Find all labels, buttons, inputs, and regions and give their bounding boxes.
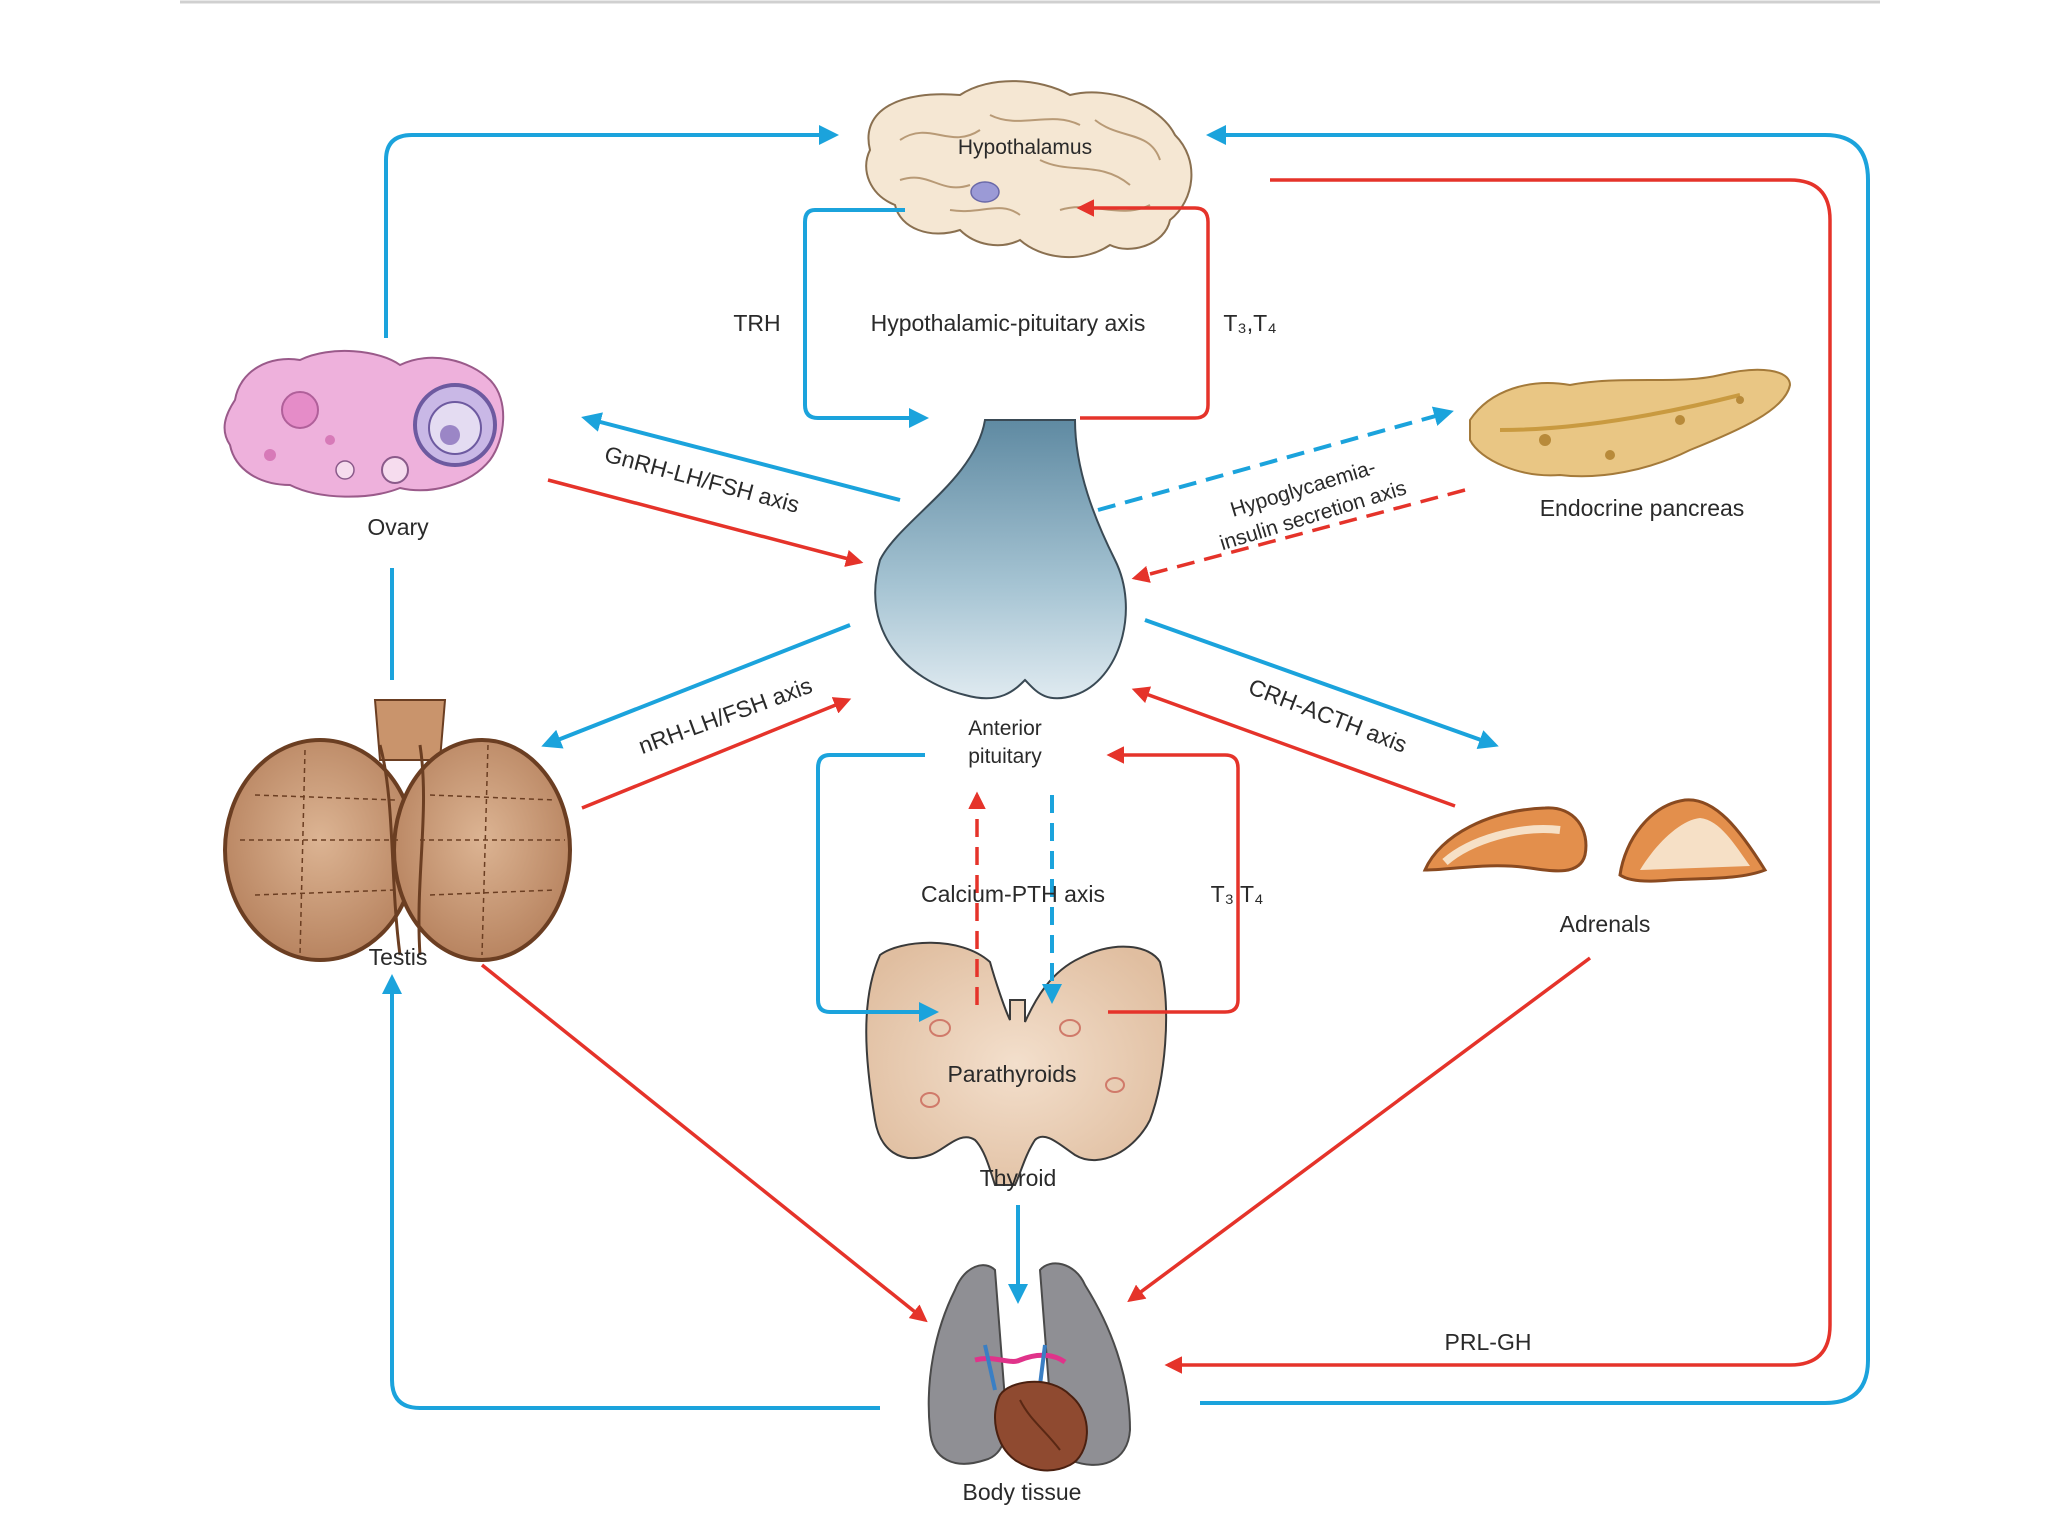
pituitary-to-adrenals-arrow [1144,618,1499,750]
label-testis: Testis [369,944,428,970]
label-hypothalamus: Hypothalamus [958,136,1092,159]
label-body-tissue: Body tissue [963,1479,1082,1505]
thyroid-illustration [865,941,1168,1186]
label-hp-axis: Hypothalamic-pituitary axis [871,310,1146,336]
ovary-to-pituitary-arrow [547,478,864,567]
body-to-testis-arrow [382,974,880,1410]
label-anterior-pituitary-line2: pituitary [968,745,1042,768]
pancreas-to-pituitary-arrow [1131,488,1466,583]
prl-gh-arrow [1164,178,1832,1374]
ovary-to-hypothalamus-arrow [384,125,839,338]
label-adrenals: Adrenals [1560,911,1651,937]
label-parathyroids: Parathyroids [947,1061,1076,1087]
testis-to-body-arrow [480,963,928,1323]
t3t4-bottom-feedback-arrow [1106,746,1240,1014]
label-gnrh-ovary-axis: GnRH-LH/FSH axis [602,441,803,518]
body-to-hypothalamus-arrow [1200,125,1870,1405]
testis-to-pituitary-arrow [581,697,852,810]
brain-illustration [865,80,1193,259]
label-t3t4-top: T₃,T₄ [1223,310,1276,336]
anterior-pituitary-shape [874,419,1127,700]
hypothalamus-spot [970,181,1000,203]
label-calcium-pth-axis: Calcium-PTH axis [921,881,1105,907]
label-thyroid: Thyroid [980,1165,1057,1191]
label-endocrine-pancreas: Endocrine pancreas [1540,495,1745,521]
pituitary-to-testis-arrow [541,623,851,749]
pituitary-to-pancreas-arrow [1097,406,1454,512]
label-prl-gh: PRL-GH [1445,1329,1532,1355]
label-ovary: Ovary [367,514,429,540]
pancreas-illustration [1469,368,1792,478]
adrenals-to-pituitary-arrow [1131,686,1456,808]
pituitary-to-ovary-arrow [581,412,901,502]
label-anterior-pituitary-line1: Anterior [968,717,1042,740]
body-tissue-illustration [927,1262,1132,1472]
t3t4-top-feedback-arrow [1076,199,1210,420]
testis-illustration [223,699,572,962]
label-t3t4-bottom: T₃ T₄ [1211,881,1264,907]
adrenals-to-body-arrow [1127,956,1592,1303]
label-gnrh-testis-axis: nRH-LH/FSH axis [635,672,816,759]
trh-arrow [803,208,929,428]
ovary-illustration [223,350,505,498]
label-trh: TRH [733,310,780,336]
tsh-arrow [816,753,939,1022]
adrenals-illustration [1422,798,1768,883]
